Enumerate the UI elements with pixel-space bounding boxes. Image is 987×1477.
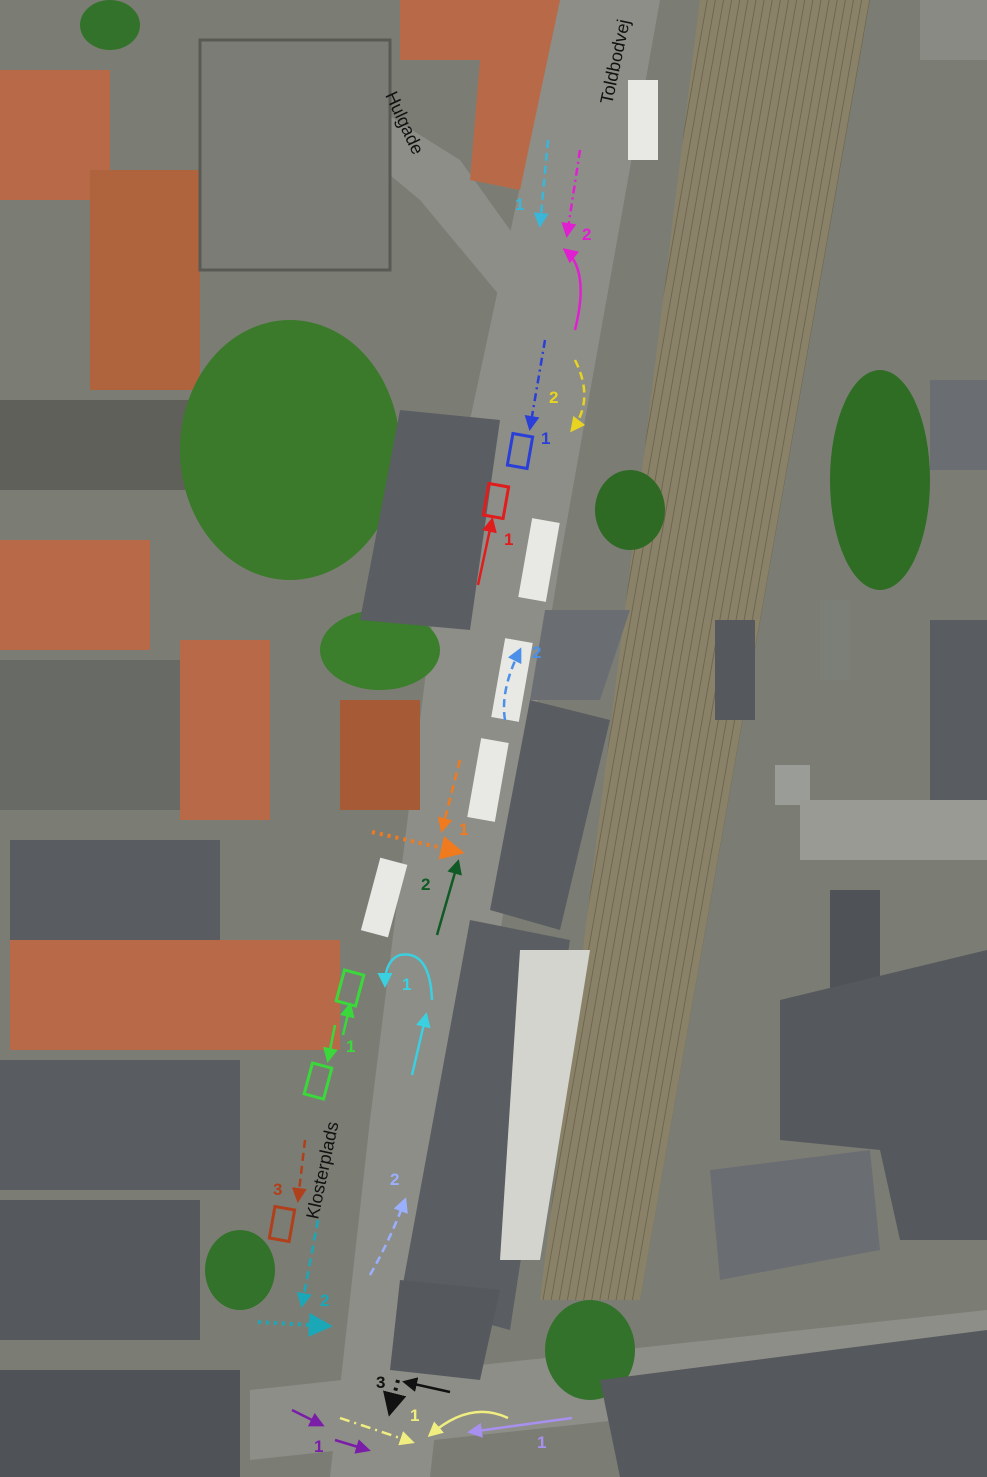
route-marker: 1 xyxy=(410,1406,419,1425)
route-arrow-sky-blue xyxy=(502,647,522,721)
route-marker: 1 xyxy=(459,820,468,839)
route-arrow-green-down xyxy=(322,1024,338,1063)
vehicle-box-red xyxy=(481,481,511,521)
building xyxy=(390,1280,500,1380)
route-marker: 2 xyxy=(421,875,430,894)
parking-lot xyxy=(800,800,987,860)
building xyxy=(530,610,630,700)
route-arrow-teal-cross xyxy=(257,1312,333,1337)
route-arrow-yellow xyxy=(570,359,586,433)
route-arrow-teal-down xyxy=(296,1219,320,1308)
building xyxy=(0,400,190,490)
route-arrow-cyan-up xyxy=(410,1012,431,1076)
route-arrow-purple xyxy=(291,1408,325,1427)
building xyxy=(10,940,340,1050)
building xyxy=(710,1150,880,1280)
route-marker: 3 xyxy=(376,1373,385,1392)
building xyxy=(930,380,987,470)
building xyxy=(600,1330,987,1477)
route-arrow-blue xyxy=(524,339,547,431)
trees xyxy=(80,0,140,50)
route-markers: 1 2 2 1 1 2 1 2 1 1 2 3 2 3 1 1 1 xyxy=(273,195,591,1456)
building xyxy=(715,620,755,720)
route-marker: 1 xyxy=(402,975,411,994)
trees xyxy=(830,370,930,590)
vehicle-box-green xyxy=(334,968,366,1008)
trees xyxy=(205,1230,275,1310)
route-marker: 1 xyxy=(346,1037,355,1056)
route-arrow-magenta xyxy=(561,149,582,238)
trees xyxy=(545,1300,635,1400)
route-arrow-pale-yellow xyxy=(427,1410,509,1437)
building xyxy=(920,0,987,60)
route-arrow-light-blue xyxy=(533,139,550,228)
bus xyxy=(491,638,533,722)
railway-tracks xyxy=(540,0,870,1300)
route-marker: 2 xyxy=(549,388,558,407)
building xyxy=(90,170,200,390)
route-arrow-cyan-curve xyxy=(377,953,434,1001)
trees xyxy=(320,610,440,690)
route-arrow-pale-blue xyxy=(368,1197,408,1276)
trees xyxy=(180,320,400,580)
hulgade-road xyxy=(360,110,560,320)
route-marker: 1 xyxy=(515,195,524,214)
building xyxy=(820,600,850,680)
route-marker: 1 xyxy=(541,429,550,448)
route-marker: 1 xyxy=(504,530,513,549)
route-arrow-black xyxy=(402,1377,451,1394)
bus xyxy=(360,857,408,938)
building xyxy=(0,540,150,650)
route-arrow-purple-2 xyxy=(334,1438,371,1454)
trees xyxy=(595,470,665,550)
route-arrow-dark-green xyxy=(435,859,462,936)
building xyxy=(780,950,987,1240)
route-arrow-red xyxy=(476,517,497,586)
route-arrow-pale-yellow-dash xyxy=(339,1416,415,1446)
route-arrows xyxy=(257,139,586,1454)
vehicle-box-green xyxy=(302,1061,334,1101)
bus xyxy=(518,518,560,602)
building xyxy=(0,1060,240,1190)
building xyxy=(930,620,987,800)
building xyxy=(775,765,810,805)
building xyxy=(180,640,270,820)
route-marker: 2 xyxy=(320,1291,329,1310)
route-arrow-black-dots xyxy=(383,1379,407,1417)
route-marker: 1 xyxy=(537,1433,546,1452)
building xyxy=(0,1200,200,1340)
route-arrow-brown xyxy=(291,1139,307,1203)
route-marker: 3 xyxy=(273,1180,282,1199)
building xyxy=(500,950,590,1260)
route-marker: 1 xyxy=(314,1437,323,1456)
building xyxy=(340,700,420,810)
building xyxy=(490,700,610,930)
toldbodvej-road xyxy=(330,0,660,1477)
bus xyxy=(628,80,658,160)
route-arrow-lavender xyxy=(467,1416,573,1438)
bus xyxy=(467,738,509,822)
building xyxy=(10,840,220,950)
vehicle-box-blue xyxy=(505,431,535,471)
route-marker: 2 xyxy=(390,1170,399,1189)
parking-lot xyxy=(198,38,392,272)
vehicle-box-brown xyxy=(267,1204,297,1244)
route-marker: 2 xyxy=(532,643,541,662)
building xyxy=(0,660,180,810)
building xyxy=(0,1370,240,1477)
route-arrow-magenta-curve xyxy=(562,248,582,331)
building xyxy=(360,410,500,630)
route-marker: 2 xyxy=(582,225,591,244)
route-arrow-green-up xyxy=(339,1002,355,1036)
building xyxy=(400,0,560,190)
